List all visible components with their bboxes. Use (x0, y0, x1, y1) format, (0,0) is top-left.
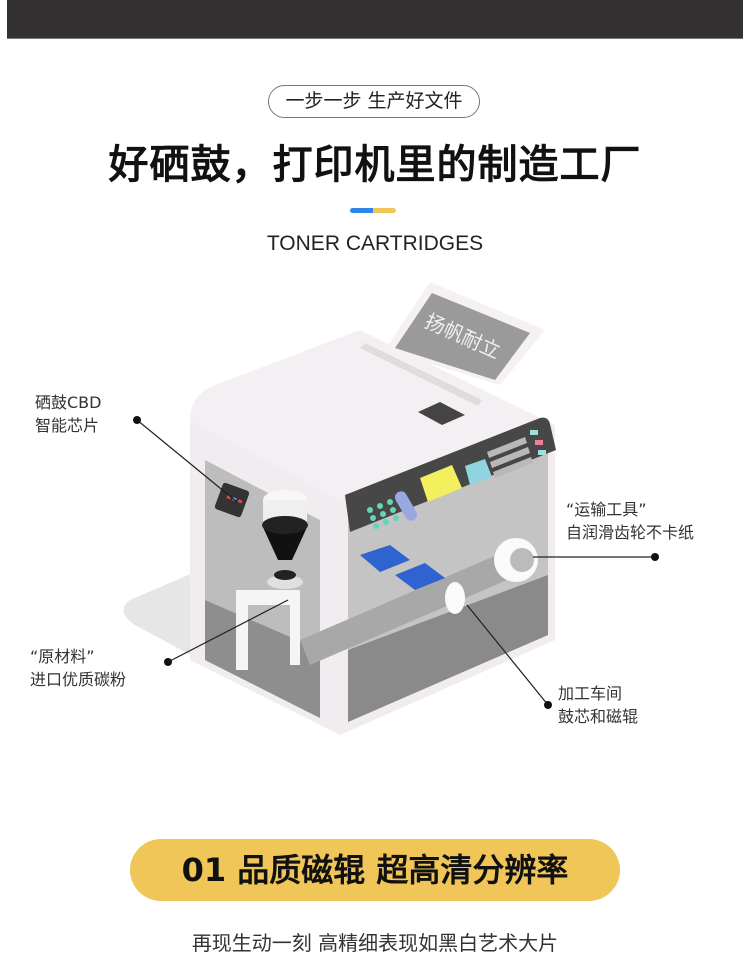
panel-screen (420, 465, 462, 502)
accent-bar-blue (350, 208, 373, 213)
panel-slider (395, 491, 417, 521)
callout-text: 智能芯片 (35, 416, 100, 435)
callout-dot (651, 553, 659, 561)
toner-hopper (236, 490, 308, 670)
gear-icon (494, 538, 538, 582)
top-slot (418, 402, 465, 425)
feature-description: 再现生动一刻 高精细表现如黑白艺术大片 (191, 931, 559, 955)
tagline-pill: 一步一步 生产好文件 (268, 85, 480, 118)
paper-tray (360, 343, 482, 406)
callout-title: “运输工具” (566, 500, 647, 519)
callout-text: 自润滑齿轮不卡纸 (566, 523, 695, 542)
feature-banner: 01 品质磁辊 超高清分辨率 (130, 839, 620, 901)
callout-dot (133, 416, 141, 424)
callout-title: 加工车间 (558, 684, 623, 703)
callout-workshop: 加工车间 鼓芯和磁辊 (558, 682, 638, 728)
callout-dot (544, 701, 552, 709)
callout-material: “原材料” 进口优质碳粉 (30, 645, 126, 691)
callout-transport: “运输工具” 自润滑齿轮不卡纸 (566, 498, 694, 544)
callout-title: 硒鼓CBD (35, 393, 102, 412)
printer-shadow (123, 570, 200, 660)
callout-title: “原材料” (30, 647, 95, 666)
top-bar (7, 0, 743, 39)
desk (360, 545, 410, 572)
page-title: 好硒鼓，打印机里的制造工厂 (108, 142, 642, 188)
drum-roller (300, 545, 530, 665)
callout-dot (164, 658, 172, 666)
callout-chip: 硒鼓CBD 智能芯片 (35, 391, 101, 437)
printer-top (190, 330, 555, 510)
callout-text: 进口优质碳粉 (30, 670, 127, 689)
page-subtitle: TONER CARTRIDGES (266, 232, 484, 255)
accent-bar-yellow (373, 208, 396, 213)
keypad-dots (367, 499, 399, 529)
callout-text: 鼓芯和磁辊 (558, 707, 639, 726)
